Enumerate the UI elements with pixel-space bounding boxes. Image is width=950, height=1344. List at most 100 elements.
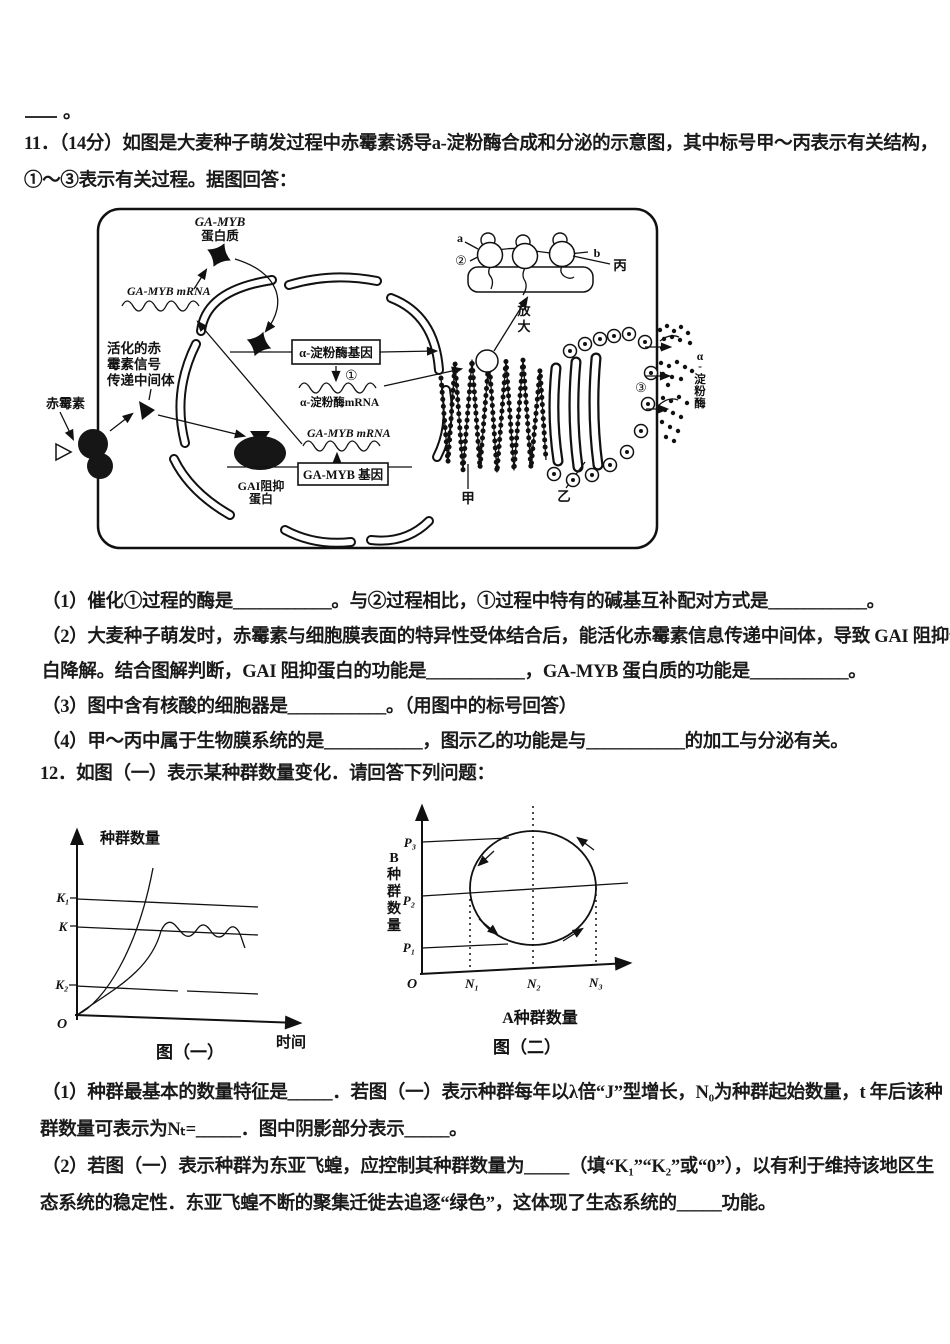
amylase-mrna-wavy	[298, 382, 377, 394]
mrna-export-line	[196, 320, 303, 445]
fig2-n2-label: N₂	[526, 976, 541, 991]
step3-label: ③	[635, 380, 647, 395]
fig2-direction-arrows	[477, 836, 595, 942]
ribosome-icon	[476, 232, 504, 290]
fig1-chart: 种群数量 K₁ K K₂ O 时间 图（一）	[54, 827, 306, 1062]
fig2-dotted-lines	[469, 806, 597, 967]
ga-myb-protein-label1: GA-MYB	[195, 214, 246, 229]
label-a: a	[457, 231, 463, 245]
q12-item-1a: （1）种群最基本的数量特征是_____．若图（一）表示种群每年以λ倍“J”型增长…	[42, 1083, 943, 1103]
ga-myb-mrna-top-wavy	[121, 300, 200, 312]
fig1-x-label: 时间	[276, 1033, 306, 1051]
q12-item-1b: 群数量可表示为Nₜ=_____．图中阴影部分表示_____。	[40, 1120, 468, 1140]
fig1-k2-label: K₂	[54, 977, 68, 992]
fig1-k1-label: K₁	[55, 890, 69, 905]
secreted-enzyme-dots	[657, 323, 695, 444]
bing-label: 丙	[613, 258, 627, 273]
fig2-x-axis	[419, 956, 633, 975]
fig2-p2-label: P₂	[403, 893, 415, 908]
activated-signal-line3: 传递中间体	[106, 372, 175, 388]
fig1-j-curve	[76, 867, 154, 1016]
fig1-k1-line	[76, 898, 259, 908]
enlarge-char-2: 大	[517, 319, 530, 334]
question-11-line1: 11．（14分）如图是大麦种子萌发过程中赤霉素诱导a-淀粉酶合成和分泌的示意图，…	[24, 134, 938, 154]
receptor-activation-arrow	[109, 412, 134, 432]
fig2-p1-label: P₁	[403, 940, 415, 955]
fig2-x-label: A种群数量	[502, 1008, 578, 1027]
question-11-line2: ①〜③表示有关过程。据图回答：	[24, 171, 298, 191]
activated-signal-line2: 霉素信号	[107, 356, 161, 372]
signal-triangle-icon	[139, 401, 155, 420]
svg-text:数: 数	[387, 900, 402, 917]
ga-myb-mrna-mid-wavy	[302, 440, 381, 452]
fig1-k-label: K	[58, 919, 69, 934]
svg-text:B: B	[389, 851, 398, 866]
label-b: b	[594, 246, 601, 260]
amylase-gene-label: α-淀粉酶基因	[299, 345, 373, 360]
fig2-p3-line	[421, 837, 510, 843]
gai-label-2: 蛋白	[249, 491, 273, 506]
svg-text:α: α	[697, 351, 704, 363]
ga-myb-gene-label: GA-MYB 基因	[303, 467, 383, 482]
gai-protein-blob	[234, 436, 286, 470]
yi-label: 乙	[557, 489, 571, 504]
fig1-origin: O	[57, 1017, 67, 1032]
top-blank-line: 。	[25, 100, 82, 126]
svg-text:粉: 粉	[694, 384, 706, 398]
gibberellin-arrow	[59, 411, 74, 442]
amylase-mrna-label: α-淀粉酶mRNA	[300, 395, 380, 409]
fig1-k-line	[76, 926, 259, 936]
step1-label: ①	[345, 369, 358, 384]
q12-item-2b: 态系统的稳定性．东亚飞蝗不断的聚集迁徙去追逐“绿色”，这体现了生态系统的____…	[40, 1194, 777, 1214]
protein-binding-arrow	[234, 258, 279, 333]
enlarge-arrow	[493, 296, 529, 352]
svg-text:淀: 淀	[694, 372, 706, 386]
gibberellin-label: 赤霉素	[46, 396, 85, 411]
enlarge-char-1: 放	[516, 303, 531, 318]
dna-line-right	[379, 346, 439, 356]
mrna-to-er-arrow	[383, 366, 464, 387]
svg-text:-: -	[698, 361, 702, 373]
fig2-n3-label: N₃	[588, 975, 603, 990]
translation-arrow-top	[193, 268, 208, 290]
fig2-n1-label: N₁	[464, 976, 479, 991]
svg-text:种: 种	[386, 866, 401, 883]
bound-ga-myb-blob	[246, 331, 272, 357]
fig2-chart: B 种 群 数 量 P₃ P₂ P₁ O N₁ N₂ N₃ A种群数量 图（二）	[386, 803, 633, 1057]
fig2-origin: O	[407, 977, 417, 992]
signal-leader	[148, 388, 152, 401]
svg-text:群: 群	[386, 883, 401, 900]
step2-label: ②	[455, 253, 467, 268]
jia-label: 甲	[461, 491, 475, 506]
fig1-x-axis	[74, 1014, 303, 1030]
rough-er	[438, 357, 549, 473]
q12-item-2a: （2）若图（一）表示种群为东亚飞蝗，应控制其种群数量为_____（填“K₁”“K…	[42, 1157, 934, 1177]
membrane-receptor	[78, 429, 113, 479]
fig1-caption: 图（一）	[156, 1042, 224, 1062]
fig2-y-label: B 种 群 数 量	[386, 851, 402, 934]
fig2-p3-label: P₃	[404, 835, 416, 850]
fig1-y-label: 种群数量	[99, 829, 160, 847]
answer-blank	[25, 100, 57, 118]
svg-text:酶: 酶	[694, 396, 706, 410]
q11-item-2a: （2）大麦种子萌发时，赤霉素与细胞膜表面的特异性受体结合后，能活化赤霉素信息传递…	[42, 627, 950, 647]
hormone-triangle-icon	[55, 442, 73, 462]
fig2-p2-line	[421, 882, 629, 897]
svg-text:量: 量	[387, 918, 401, 934]
ga-myb-protein-blob	[207, 243, 231, 267]
polysome-enlargement: a ② b 丙	[455, 231, 627, 296]
ga-myb-protein-label2: 蛋白质	[201, 228, 239, 243]
magnified-region-circle	[475, 349, 499, 373]
activated-signal-line1: 活化的赤	[107, 340, 161, 356]
fig1-ticks	[69, 897, 77, 986]
ga-myb-mrna-mid-label: GA-MYB mRNA	[307, 426, 391, 440]
fig2-caption: 图（二）	[493, 1037, 561, 1057]
question-12-intro: 12．如图（一）表示某种群数量变化．请回答下列问题：	[40, 764, 495, 784]
ga-myb-mrna-top-label: GA-MYB mRNA	[127, 284, 211, 298]
ga-myb-gene-box	[297, 462, 389, 486]
golgi-apparatus	[548, 352, 604, 473]
fig1-s-curve	[76, 921, 246, 1016]
period-text: 。	[63, 103, 82, 123]
ribosome-icon	[511, 234, 539, 296]
